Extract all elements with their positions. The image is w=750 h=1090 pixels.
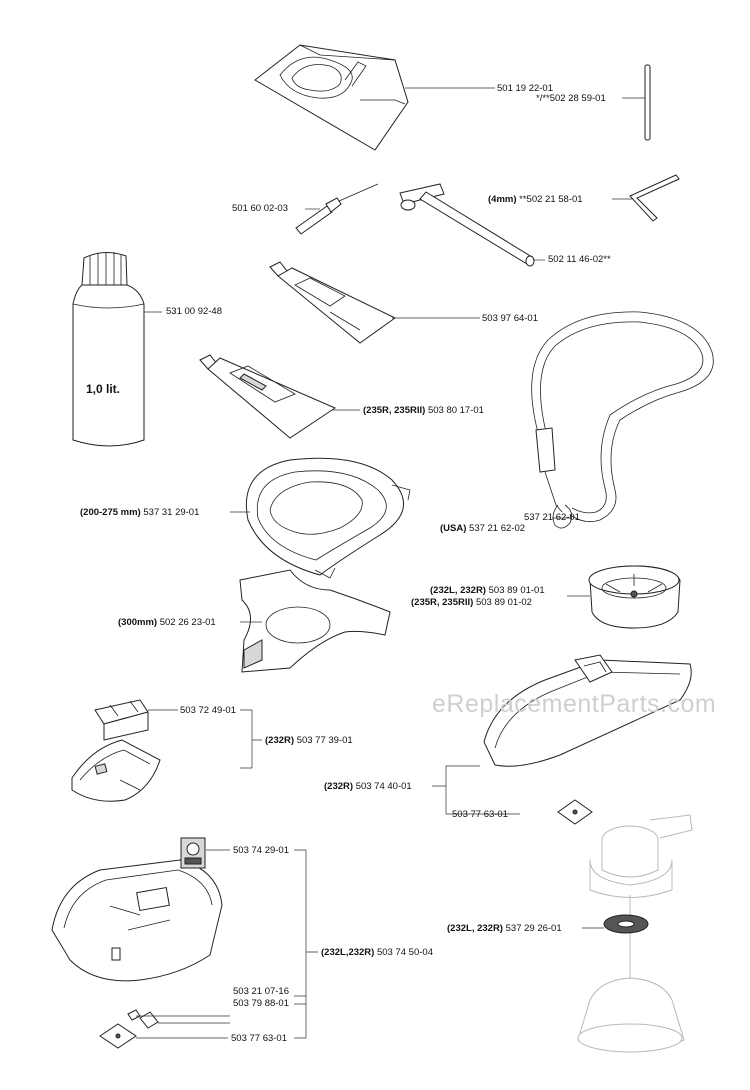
guard-232l-232r-illustration	[52, 860, 222, 981]
label-blade-300: (300mm) 502 26 23-01	[118, 617, 216, 628]
grease-tube-2-illustration	[200, 355, 360, 438]
carry-bag-illustration	[255, 45, 495, 150]
bracket-illustration	[95, 700, 178, 740]
label-combination-wrench: 502 11 46-02**	[548, 254, 611, 265]
label-pin: */**502 28 59-01	[536, 93, 606, 104]
guard-232r-small-leader	[240, 710, 262, 768]
label-guard-232l-232r: (232L,232R) 503 74 50-04	[321, 947, 433, 958]
label-hex-key: (4mm) **502 21 58-01	[488, 194, 583, 205]
label-carry-bag: 501 19 22-01	[497, 83, 553, 94]
hex-key-illustration	[612, 175, 679, 221]
label-spool: (232L, 232R) 503 89 01-01	[430, 585, 545, 596]
screw-knife-illustration	[128, 1010, 230, 1028]
label-harness: 537 21 62-01	[524, 512, 580, 523]
label-screw: 503 21 07-16	[233, 986, 289, 997]
plate-2-illustration	[100, 1024, 228, 1048]
label-washer: (232L, 232R) 537 29 26-01	[447, 923, 562, 934]
washer-illustration	[582, 915, 648, 933]
guard-232r-small-illustration	[72, 740, 160, 801]
label-guard-232r-small: (232R) 503 77 39-01	[265, 735, 353, 746]
blade-300-illustration	[240, 570, 390, 672]
label-decal: 503 74 29-01	[233, 845, 289, 856]
oil-bottle-volume: 1,0 lit.	[86, 382, 121, 396]
combination-wrench-illustration	[400, 184, 545, 266]
label-plate-1: 503 77 63-01	[452, 809, 508, 820]
label-guard-232r-large: (232R) 503 74 40-01	[324, 781, 412, 792]
plate-1-illustration	[558, 800, 592, 824]
label-grease-tube-2: (235R, 235RII) 503 80 17-01	[363, 405, 484, 416]
label-guard-200-275: (200-275 mm) 537 31 29-01	[80, 507, 200, 518]
harness-illustration	[532, 312, 714, 528]
spool-illustration	[567, 566, 680, 628]
pin-illustration	[622, 65, 650, 140]
label-knife: 503 79 88-01	[233, 998, 289, 1009]
trimmer-head-illustration	[578, 815, 692, 1052]
guard-232r-large-illustration	[432, 655, 691, 814]
label-harness-usa: (USA) 537 21 62-02	[440, 523, 526, 534]
label-oil-bottle: 531 00 92-48	[166, 306, 222, 317]
label-grease-tube-1: 503 97 64-01	[482, 313, 538, 324]
label-screwdriver: 501 60 02-03	[232, 203, 288, 214]
guard-232l-232r-leader	[294, 850, 318, 1038]
label-spool-2: (235R, 235RII) 503 89 01-02	[411, 597, 532, 608]
label-bracket: 503 72 49-01	[180, 705, 236, 716]
guard-200-275-illustration	[230, 458, 410, 578]
screwdriver-illustration	[296, 184, 378, 234]
decal-illustration	[181, 838, 230, 868]
watermark: eReplacementParts.com	[432, 690, 717, 718]
oil-bottle-illustration	[73, 252, 162, 446]
grease-tube-1-illustration	[270, 262, 480, 343]
label-plate-2: 503 77 63-01	[231, 1033, 287, 1044]
